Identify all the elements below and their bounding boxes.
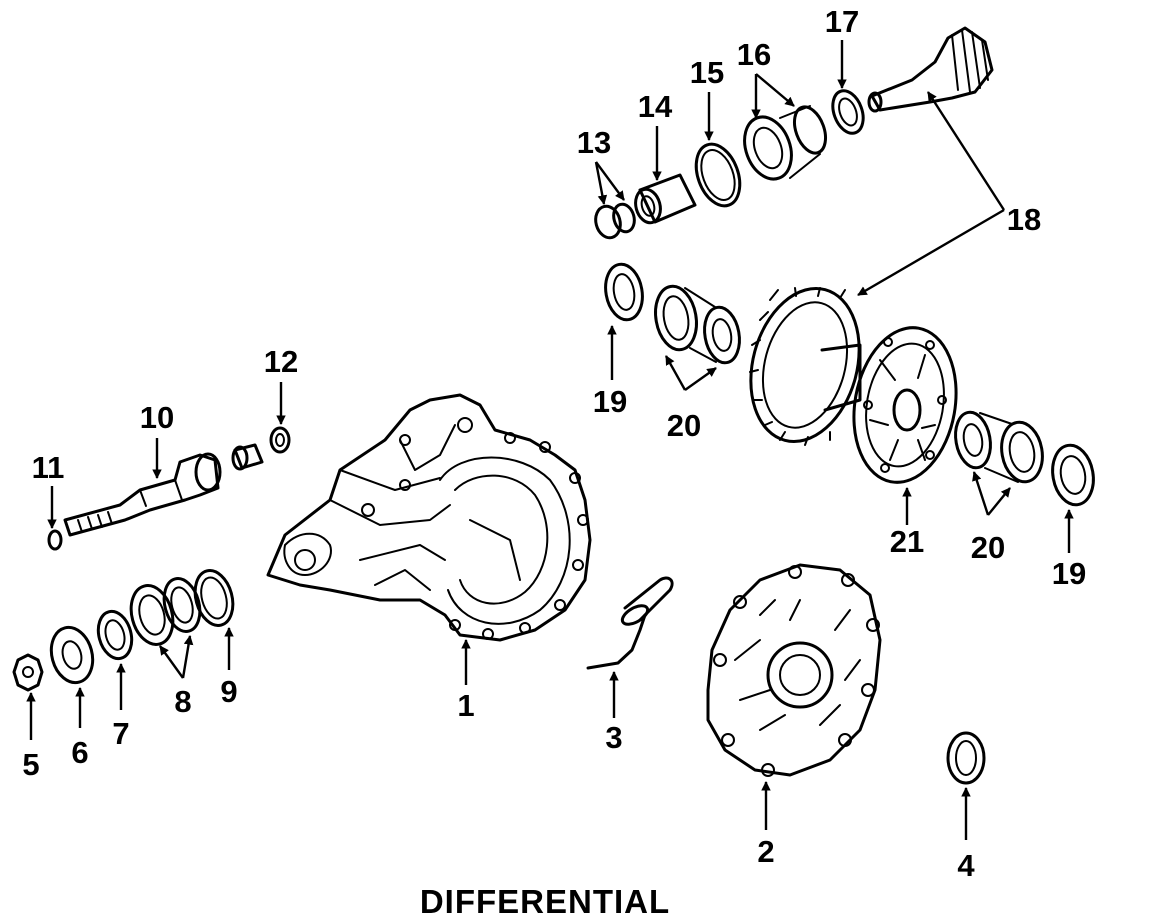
part-16-bearing (743, 105, 828, 181)
callout-20-right: 20 (971, 530, 1005, 565)
callout-19-left: 19 (593, 384, 627, 419)
callout-20-left: 20 (667, 408, 701, 443)
callout-11: 11 (32, 450, 65, 485)
part-8-bearing (129, 577, 202, 646)
part-21-differential-case (852, 326, 958, 484)
part-spacer-sleeve (231, 443, 264, 471)
leader-lines (26, 40, 1074, 840)
callout-19-right: 19 (1052, 556, 1086, 591)
callout-7: 7 (112, 716, 129, 751)
callout-13: 13 (577, 125, 611, 160)
callout-10: 10 (140, 400, 174, 435)
callout-12: 12 (264, 344, 298, 379)
part-6-washer (49, 625, 95, 685)
callout-3: 3 (605, 720, 622, 755)
part-2-rear-cover (706, 563, 882, 777)
part-9-shim (193, 569, 235, 627)
part-17-washer (831, 89, 865, 135)
diagram-caption: DIFFERENTIAL (420, 883, 670, 920)
callout-4: 4 (957, 848, 975, 883)
part-15-shim (694, 142, 742, 208)
part-12-spacer (269, 426, 291, 454)
part-7-seal (96, 609, 134, 661)
part-19-shim-right (1051, 443, 1095, 507)
part-4-seal (946, 731, 986, 785)
part-3-vent-tube (586, 576, 674, 670)
callout-8: 8 (174, 684, 191, 719)
callout-18: 18 (1007, 202, 1041, 237)
callout-21: 21 (890, 524, 924, 559)
part-14-sleeve (634, 173, 697, 225)
part-13-snap-rings (594, 202, 636, 240)
callout-14: 14 (638, 89, 673, 124)
callout-5: 5 (22, 747, 39, 782)
part-1-carrier-housing (266, 393, 592, 642)
part-20-side-bearing-right (954, 410, 1044, 484)
part-18-pinion-gear (867, 26, 994, 113)
part-10-drive-pinion (63, 452, 222, 537)
callout-1: 1 (457, 688, 474, 723)
callout-2: 2 (757, 834, 774, 869)
part-18-ring-gear (749, 286, 862, 446)
callout-16: 16 (737, 37, 771, 72)
part-20-side-bearing-left (654, 284, 741, 365)
callout-17: 17 (825, 4, 859, 39)
callout-6: 6 (71, 735, 88, 770)
callout-15: 15 (690, 55, 724, 90)
callout-9: 9 (220, 674, 237, 709)
part-19-shim-left (604, 262, 644, 322)
part-5-nut (12, 653, 44, 692)
callout-labels: 1 2 3 4 5 6 7 8 9 10 11 12 13 14 15 16 1… (22, 4, 1086, 883)
part-11-washer (47, 529, 63, 551)
